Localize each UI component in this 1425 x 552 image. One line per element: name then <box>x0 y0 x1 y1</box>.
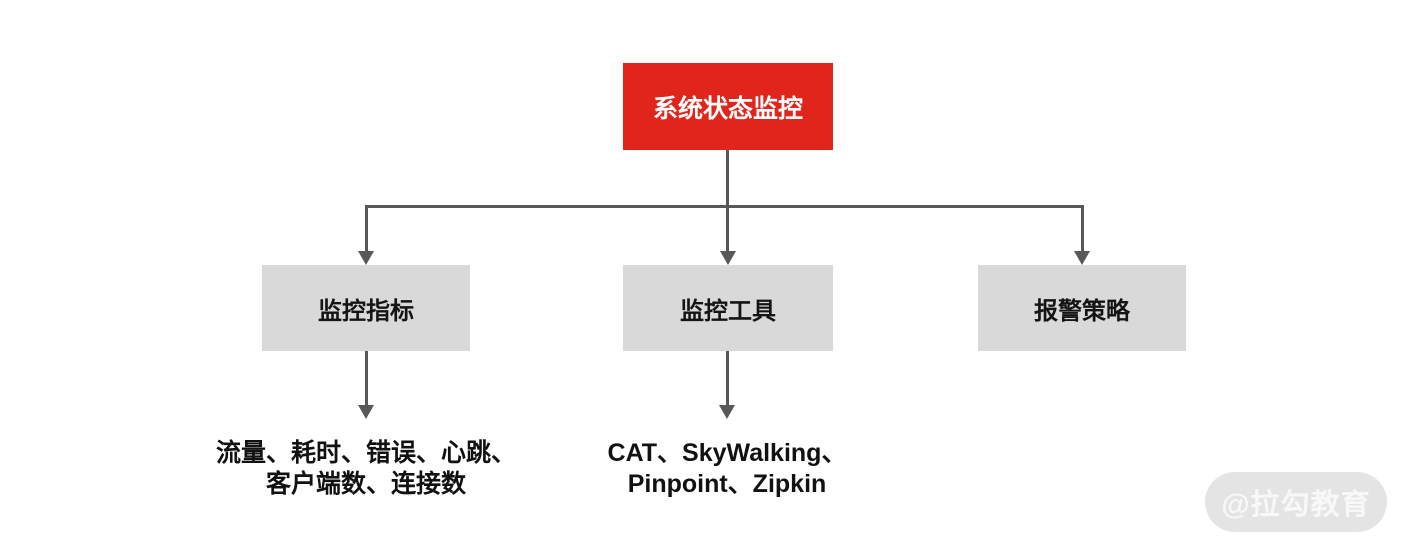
child-node-metrics-label: 监控指标 <box>318 297 414 325</box>
watermark-badge: @拉勾教育 <box>1205 472 1387 532</box>
connector-root-stem <box>726 150 729 252</box>
metrics-detail-line-2: 客户端数、连接数 <box>265 470 466 498</box>
connector-drop-left <box>365 205 368 252</box>
child-node-alerts-label: 报警策略 <box>1034 297 1130 325</box>
metrics-detail-line-1: 流量、耗时、错误、心跳、 <box>215 439 516 467</box>
arrowhead-into-tools-detail <box>719 405 735 419</box>
arrowhead-into-metrics-detail <box>358 405 374 419</box>
metrics-detail-text: 流量、耗时、错误、心跳、 客户端数、连接数 <box>166 438 566 500</box>
child-node-metrics: 监控指标 <box>262 265 470 351</box>
child-node-tools-label: 监控工具 <box>680 297 776 325</box>
tools-detail-text: CAT、SkyWalking、 Pinpoint、Zipkin <box>527 438 927 500</box>
arrowhead-into-alerts <box>1074 251 1090 265</box>
root-node-system-status-monitoring: 系统状态监控 <box>623 63 833 150</box>
connector-tools-to-detail <box>726 351 729 406</box>
connector-drop-right <box>1081 205 1084 252</box>
child-node-tools: 监控工具 <box>623 265 833 351</box>
connector-horizontal-bar <box>365 205 1084 208</box>
tools-detail-line-2: Pinpoint、Zipkin <box>627 470 827 498</box>
arrowhead-into-metrics <box>358 251 374 265</box>
root-node-label: 系统状态监控 <box>652 94 803 123</box>
watermark-text: @拉勾教育 <box>1221 489 1371 521</box>
tools-detail-line-1: CAT、SkyWalking、 <box>607 439 847 467</box>
arrowhead-into-tools <box>720 251 736 265</box>
connector-metrics-to-detail <box>365 351 368 406</box>
child-node-alerts: 报警策略 <box>978 265 1186 351</box>
